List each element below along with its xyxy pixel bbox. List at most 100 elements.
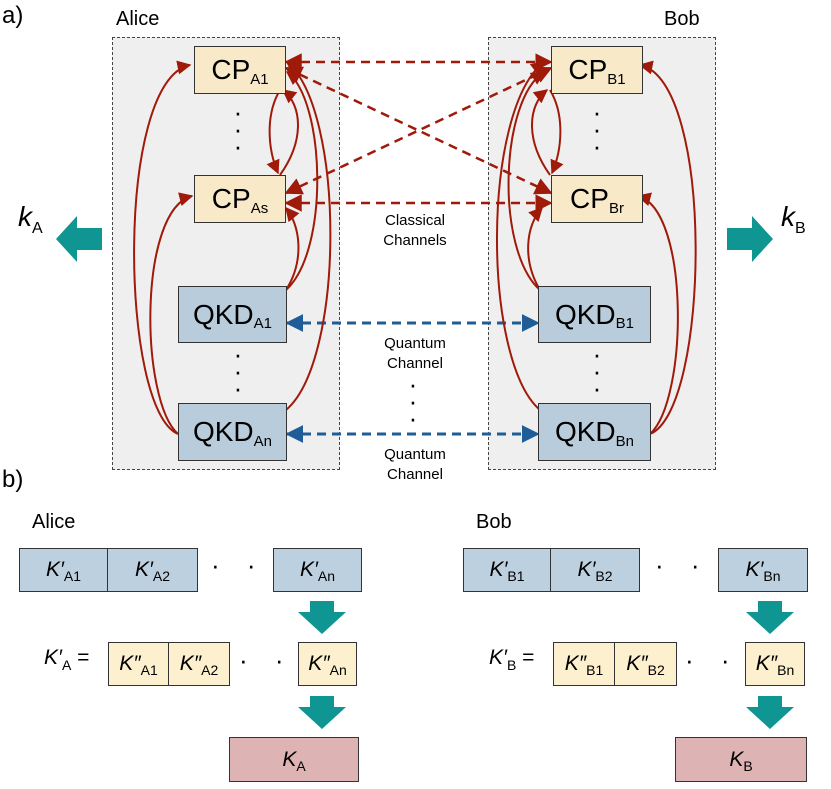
equals-sign: = <box>522 646 535 669</box>
key-symbol: K′ <box>577 558 596 581</box>
bob-title: Bob <box>664 8 700 30</box>
key-subscript: An <box>317 568 336 584</box>
key-symbol: K″ <box>626 652 648 675</box>
bob-raw-key-n: K′Bn <box>718 548 808 592</box>
cp-label: CP <box>570 183 609 214</box>
key-symbol: k <box>781 201 795 232</box>
alice-processed-key-2: K″A2 <box>168 642 230 686</box>
key-subscript: A1 <box>63 568 82 584</box>
bob-qkd-vdots: · · · <box>592 339 602 403</box>
key-symbol: K <box>729 747 744 771</box>
bob-raw-key-1: K′B1 <box>463 548 551 592</box>
alice-processed-key-1: K″A1 <box>108 642 169 686</box>
key-subscript: A <box>296 757 306 774</box>
key-symbol: K′ <box>745 558 764 581</box>
key-subscript: B1 <box>586 662 604 678</box>
alice-b-title: Alice <box>32 511 76 533</box>
quantum-channel-lines <box>285 314 540 443</box>
alice-processed-key-n: K″An <box>298 642 357 686</box>
key-symbol: K″ <box>308 652 330 675</box>
key-symbol: K′ <box>489 558 508 581</box>
key-subscript: B1 <box>507 568 525 584</box>
qkd-subscript: A1 <box>253 315 273 332</box>
bob-eq-lhs: K′B = <box>489 646 535 673</box>
equals-sign: = <box>77 646 90 669</box>
key-subscript: Bn <box>777 662 795 678</box>
bob-key-output-label: kB <box>781 201 806 237</box>
key-symbol: K′ <box>134 558 153 581</box>
key-subscript: A <box>32 220 43 237</box>
bob-processed-key-1: K″B1 <box>553 642 615 686</box>
key-symbol: K′ <box>299 558 318 581</box>
alice-raw-key-2: K′A2 <box>107 548 198 592</box>
key-subscript: B <box>743 757 753 774</box>
cp-subscript: A1 <box>250 70 269 88</box>
classical-label-line1: Classical <box>384 212 445 229</box>
cp-label: CP <box>211 183 251 214</box>
alice-title: Alice <box>116 8 160 30</box>
key-subscript: Bn <box>763 568 781 584</box>
key-symbol: k <box>18 201 32 232</box>
alice-down-arrow-2 <box>298 696 346 729</box>
cp-label: CP <box>211 54 251 85</box>
cp-label: CP <box>568 54 608 85</box>
classical-label-line2: Channels <box>383 232 447 249</box>
quantum-label-line1: Quantum <box>384 446 446 463</box>
quantum-channel-label-1: Quantum Channel <box>355 334 475 374</box>
bob-processed-key-2: K″B2 <box>614 642 677 686</box>
alice-key-output-label: kA <box>18 201 43 237</box>
qkd-label: QKD <box>192 416 254 447</box>
key-subscript: A2 <box>152 568 171 584</box>
key-symbol: K′ <box>489 646 507 669</box>
bob-b-title: Bob <box>476 511 512 533</box>
key-subscript: B <box>506 657 517 673</box>
key-subscript: B2 <box>647 662 665 678</box>
alice-cp-vdots: · · · <box>233 97 243 161</box>
cp-subscript: Br <box>608 199 624 217</box>
qkd-subscript: An <box>253 432 273 450</box>
qkd-label: QKD <box>192 298 254 330</box>
alice-output-arrow <box>56 216 102 262</box>
bob-raw-key-2: K′B2 <box>550 548 640 592</box>
key-subscript: A2 <box>201 662 219 678</box>
alice-qkd-vdots: · · · <box>233 339 243 403</box>
bob-cp-vdots: · · · <box>592 97 602 161</box>
bob-down-arrow-1 <box>746 601 794 634</box>
qkd-subscript: B1 <box>615 315 635 332</box>
alice-internal-arrows <box>133 60 332 435</box>
qkd-subscript: Bn <box>615 432 635 450</box>
classical-channels-label: Classical Channels <box>355 211 475 251</box>
alice-raw-key-n: K′An <box>273 548 362 592</box>
qkd-label: QKD <box>554 298 616 330</box>
quantum-label-line2: Channel <box>387 466 443 483</box>
key-subscript: B <box>795 220 806 237</box>
channel-vdots: · · · <box>408 369 418 433</box>
quantum-label-line2: Channel <box>387 355 443 372</box>
cp-subscript: B1 <box>607 70 626 88</box>
alice-down-arrow-1 <box>298 601 346 634</box>
qkd-label: QKD <box>554 416 616 447</box>
key-symbol: K <box>282 747 297 771</box>
key-subscript: B2 <box>595 568 613 584</box>
panel-a-label: a) <box>2 2 24 29</box>
alice-raw-key-1: K′A1 <box>19 548 108 592</box>
quantum-channel-label-2: Quantum Channel <box>355 445 475 485</box>
bob-internal-arrows <box>496 60 697 435</box>
panel-b-label: b) <box>2 466 24 493</box>
key-symbol: K″ <box>179 652 202 675</box>
key-symbol: K′ <box>45 558 64 581</box>
bob-processed-key-n: K″Bn <box>745 642 805 686</box>
key-symbol: K″ <box>119 652 141 675</box>
classical-channel-lines <box>284 53 553 212</box>
